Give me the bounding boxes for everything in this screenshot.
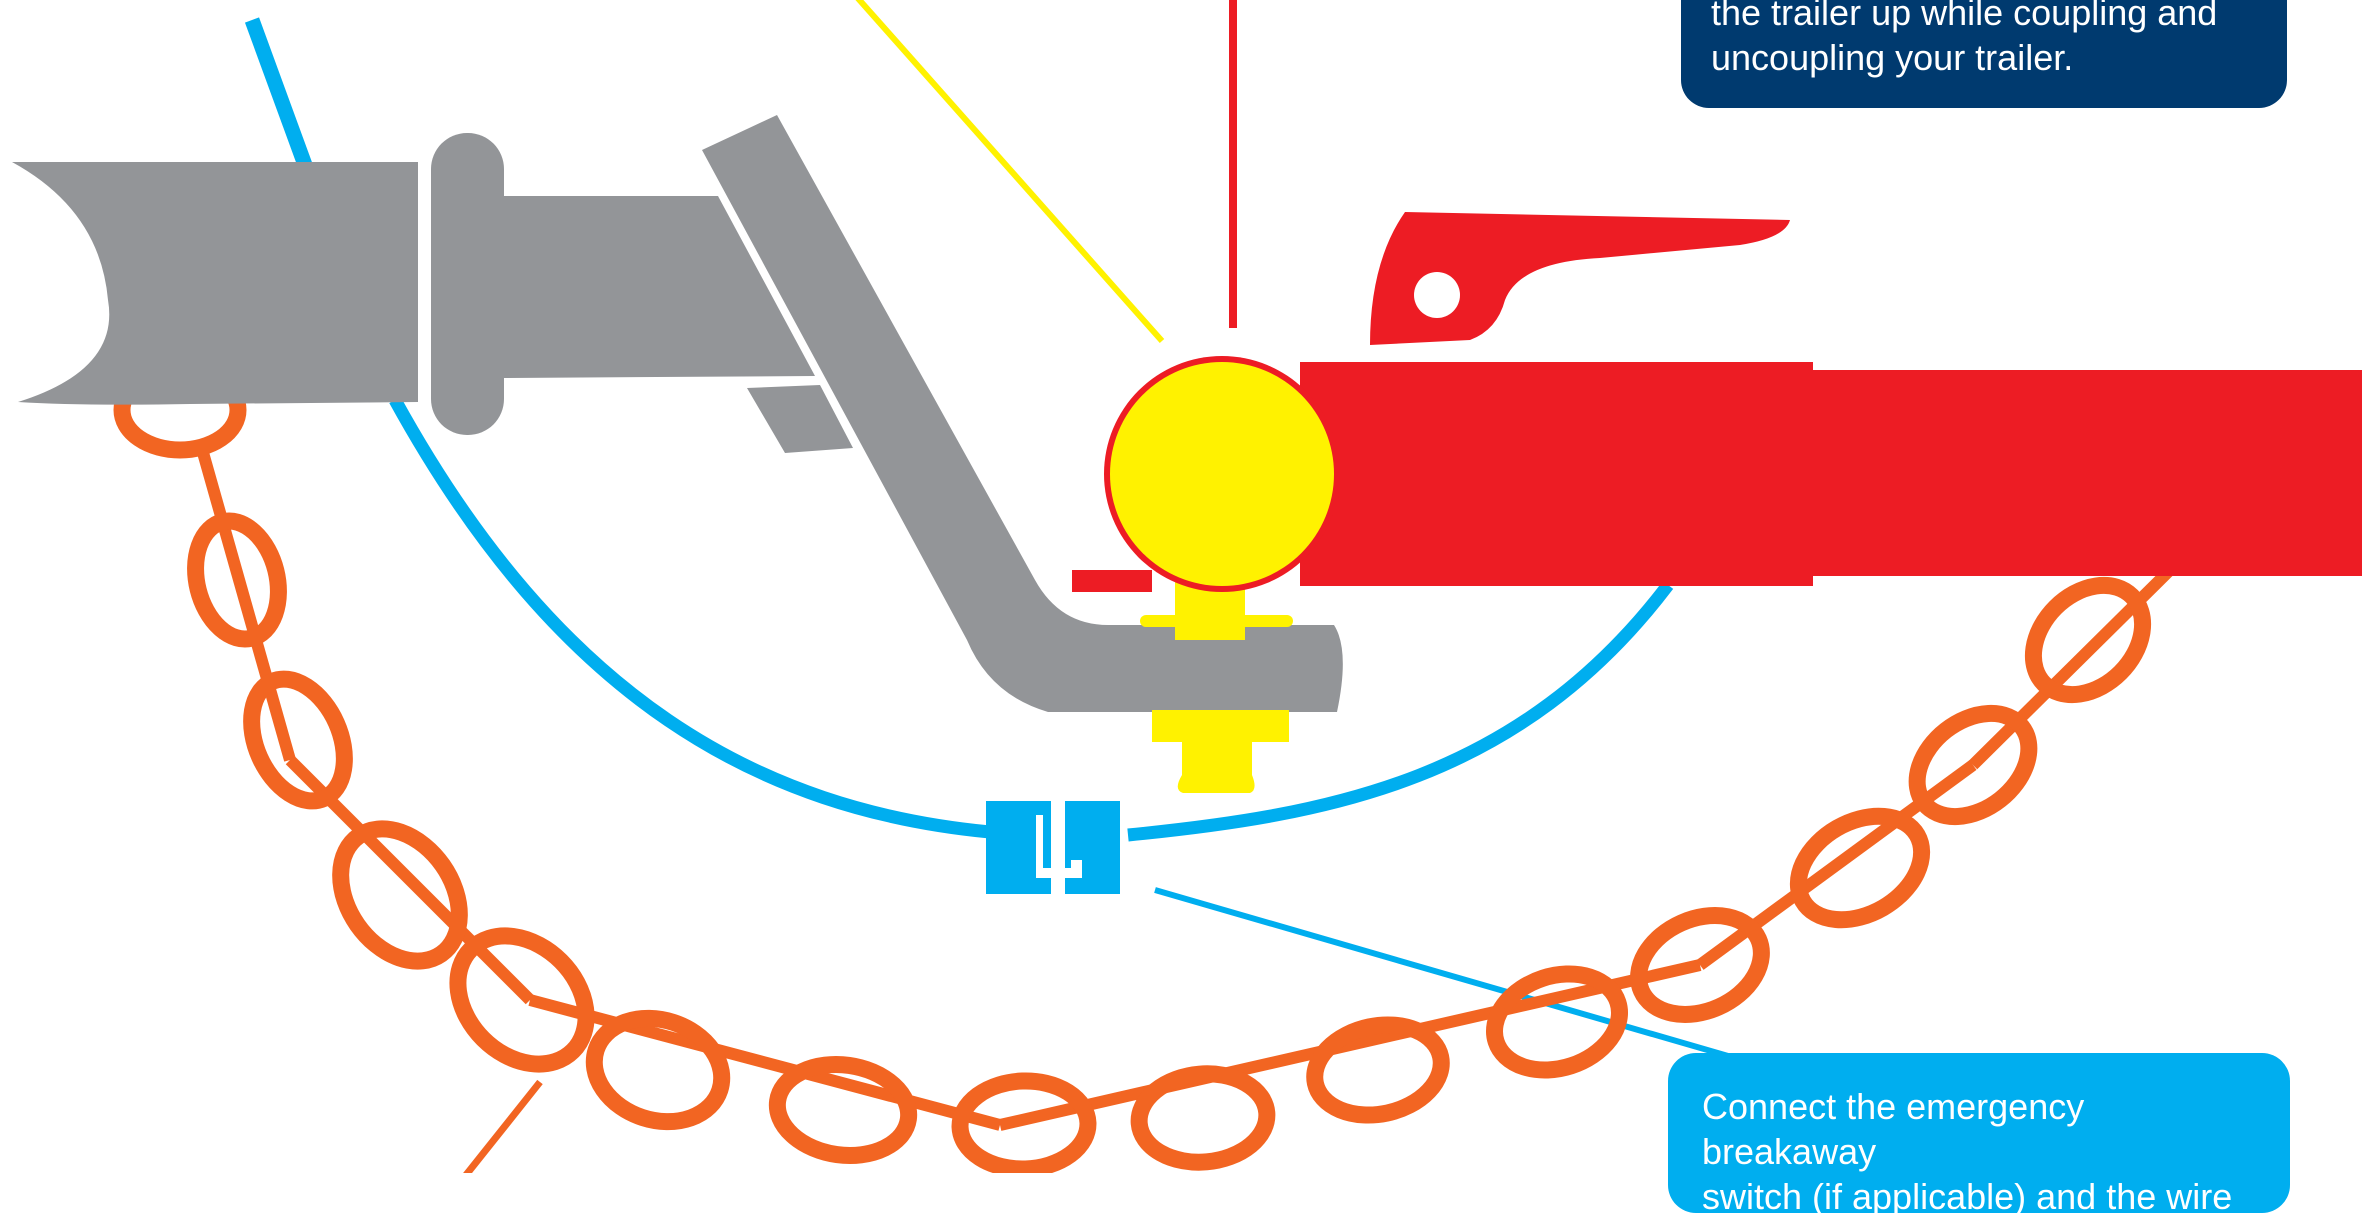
chain-link — [449, 927, 595, 1073]
cable-upper — [244, 17, 313, 168]
tow-ball-head-inner — [1110, 362, 1334, 586]
tow-ball-shank — [1152, 710, 1289, 793]
callout-top: the trailer up while coupling and uncoup… — [1681, 0, 2287, 108]
callout-bottom: Connect the emergency breakaway switch (… — [1668, 1053, 2290, 1217]
callout-top-line-2: uncoupling your trailer. — [1711, 37, 2074, 78]
tow-bar-receiver — [12, 162, 418, 405]
coupling-drawbar — [1810, 370, 2362, 576]
chain-connector — [998, 959, 1702, 1131]
chain-connector — [528, 994, 1002, 1131]
breakaway-plug — [986, 801, 1120, 894]
chain-connector — [1696, 760, 1977, 970]
trailer-coupling — [1072, 212, 2362, 592]
coupling-handle — [1370, 212, 1790, 345]
breakaway-cable — [244, 17, 1674, 842]
chain-link — [1485, 965, 1629, 1079]
yellow-leader-line — [855, 0, 1165, 343]
chain-link — [332, 820, 468, 970]
cable-left — [389, 396, 991, 839]
chain-link — [951, 1072, 1097, 1173]
coupling-diagram — [12, 0, 2362, 1173]
tow-ball — [1104, 356, 1340, 793]
orange-leader-line — [463, 1079, 543, 1173]
cable-right — [1127, 581, 1674, 842]
tow-bar-tongue — [502, 196, 815, 378]
callout-bottom-line-2: switch (if applicable) and the wire — [1702, 1176, 2233, 1217]
tow-bar-tab — [747, 385, 853, 453]
chain-link — [1630, 907, 1770, 1023]
callout-top-line-1: the trailer up while coupling and — [1711, 0, 2218, 33]
tow-ball-flange — [1140, 615, 1293, 627]
chain-link — [243, 670, 353, 810]
cyan-leader-line — [1154, 887, 1736, 1061]
chain-link — [1306, 1016, 1450, 1124]
plug-right — [1065, 801, 1120, 894]
chain-link — [187, 512, 287, 648]
coupling-lip — [1072, 570, 1152, 592]
chain-link — [2024, 576, 2152, 704]
handle-pivot — [1414, 272, 1460, 318]
chain-link — [768, 1056, 918, 1164]
chain-connector — [194, 440, 296, 762]
chain-link — [1130, 1065, 1276, 1171]
coupling-body — [1300, 362, 1813, 586]
chain-link — [1789, 807, 1931, 929]
callout-bottom-line-1: Connect the emergency breakaway — [1702, 1086, 2085, 1172]
chain-link — [585, 1009, 731, 1131]
tow-bar-collar — [431, 133, 504, 435]
tow-bar-bracket — [702, 115, 1343, 712]
plug-gap — [1036, 815, 1082, 878]
tow-bar — [12, 115, 1343, 712]
leader-lines — [463, 0, 1736, 1173]
chain-link — [1908, 704, 2038, 826]
